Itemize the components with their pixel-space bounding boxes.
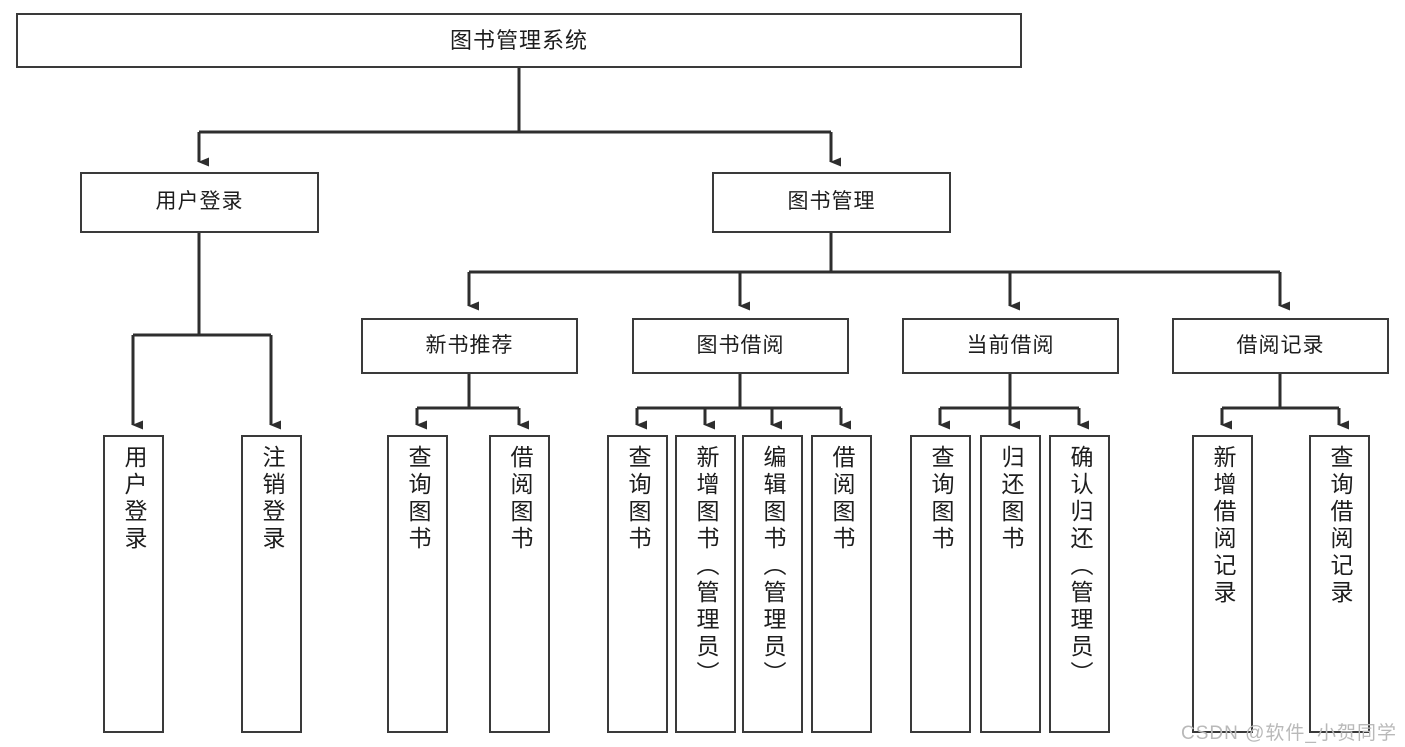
node-label: 图书借阅 <box>696 333 785 357</box>
leaf-new-book-borrow-book[interactable]: 借阅图书 <box>489 435 550 733</box>
node-label: 注销登录 <box>259 445 285 553</box>
node-label: 当前借阅 <box>966 333 1055 357</box>
node-user-login[interactable]: 用户登录 <box>80 172 319 233</box>
node-label: 确认归还（管理员） <box>1067 445 1093 688</box>
node-label: 借阅图书 <box>507 445 533 553</box>
leaf-book-borrow-borrow-book[interactable]: 借阅图书 <box>811 435 872 733</box>
node-book-management[interactable]: 图书管理 <box>712 172 951 233</box>
leaf-borrow-record-add-record[interactable]: 新增借阅记录 <box>1192 435 1253 733</box>
node-label: 查询图书 <box>625 445 651 553</box>
node-label: 新增图书（管理员） <box>693 445 719 688</box>
leaf-borrow-record-query-record[interactable]: 查询借阅记录 <box>1309 435 1370 733</box>
node-label: 新增借阅记录 <box>1210 445 1236 607</box>
node-new-book-recommend[interactable]: 新书推荐 <box>361 318 578 374</box>
leaf-new-book-query-book[interactable]: 查询图书 <box>387 435 448 733</box>
node-label: 查询借阅记录 <box>1327 445 1353 607</box>
node-label: 借阅记录 <box>1236 333 1325 357</box>
leaf-current-borrow-confirm-return-admin[interactable]: 确认归还（管理员） <box>1049 435 1110 733</box>
leaf-book-borrow-add-book-admin[interactable]: 新增图书（管理员） <box>675 435 736 733</box>
node-label: 图书管理 <box>787 190 876 214</box>
leaf-book-borrow-query-book[interactable]: 查询图书 <box>607 435 668 733</box>
leaf-user-login-login[interactable]: 用户登录 <box>103 435 164 733</box>
node-label: 图书管理系统 <box>449 27 588 53</box>
node-borrow-record[interactable]: 借阅记录 <box>1172 318 1389 374</box>
node-label: 编辑图书（管理员） <box>760 445 786 688</box>
watermark: CSDN @软件_小贺同学 <box>1181 723 1397 744</box>
node-label: 查询图书 <box>405 445 431 553</box>
node-label: 新书推荐 <box>425 333 514 357</box>
node-current-borrow[interactable]: 当前借阅 <box>902 318 1119 374</box>
node-label: 用户登录 <box>121 445 147 553</box>
leaf-book-borrow-edit-book-admin[interactable]: 编辑图书（管理员） <box>742 435 803 733</box>
node-book-borrow[interactable]: 图书借阅 <box>632 318 849 374</box>
node-label: 归还图书 <box>998 445 1024 553</box>
node-root-book-management-system[interactable]: 图书管理系统 <box>16 13 1022 68</box>
node-label: 借阅图书 <box>829 445 855 553</box>
leaf-user-login-logout[interactable]: 注销登录 <box>241 435 302 733</box>
leaf-current-borrow-return-book[interactable]: 归还图书 <box>980 435 1041 733</box>
node-label: 查询图书 <box>928 445 954 553</box>
leaf-current-borrow-query-book[interactable]: 查询图书 <box>910 435 971 733</box>
node-label: 用户登录 <box>155 190 244 214</box>
